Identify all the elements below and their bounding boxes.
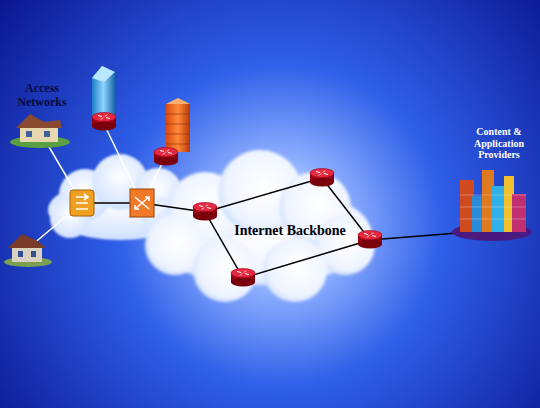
city-icon <box>452 170 532 241</box>
router-icon <box>154 148 178 166</box>
node-title: Internet Backbone <box>234 223 346 239</box>
house-icon <box>4 234 52 267</box>
office-tower-orange <box>166 98 190 152</box>
group-label: Access Networks <box>4 82 80 110</box>
cloud-node: Internet Backbone <box>135 140 385 310</box>
router-icon <box>193 203 217 221</box>
office-tower-blue <box>92 66 115 118</box>
router-icon <box>92 113 116 131</box>
router-icon <box>358 231 382 249</box>
group-label: Content & Application Providers <box>461 126 537 161</box>
access-multiplexer <box>70 190 94 216</box>
switch-icon <box>130 189 154 217</box>
house-icon <box>10 114 70 148</box>
router-icon <box>310 169 334 187</box>
router-icon <box>231 269 255 287</box>
